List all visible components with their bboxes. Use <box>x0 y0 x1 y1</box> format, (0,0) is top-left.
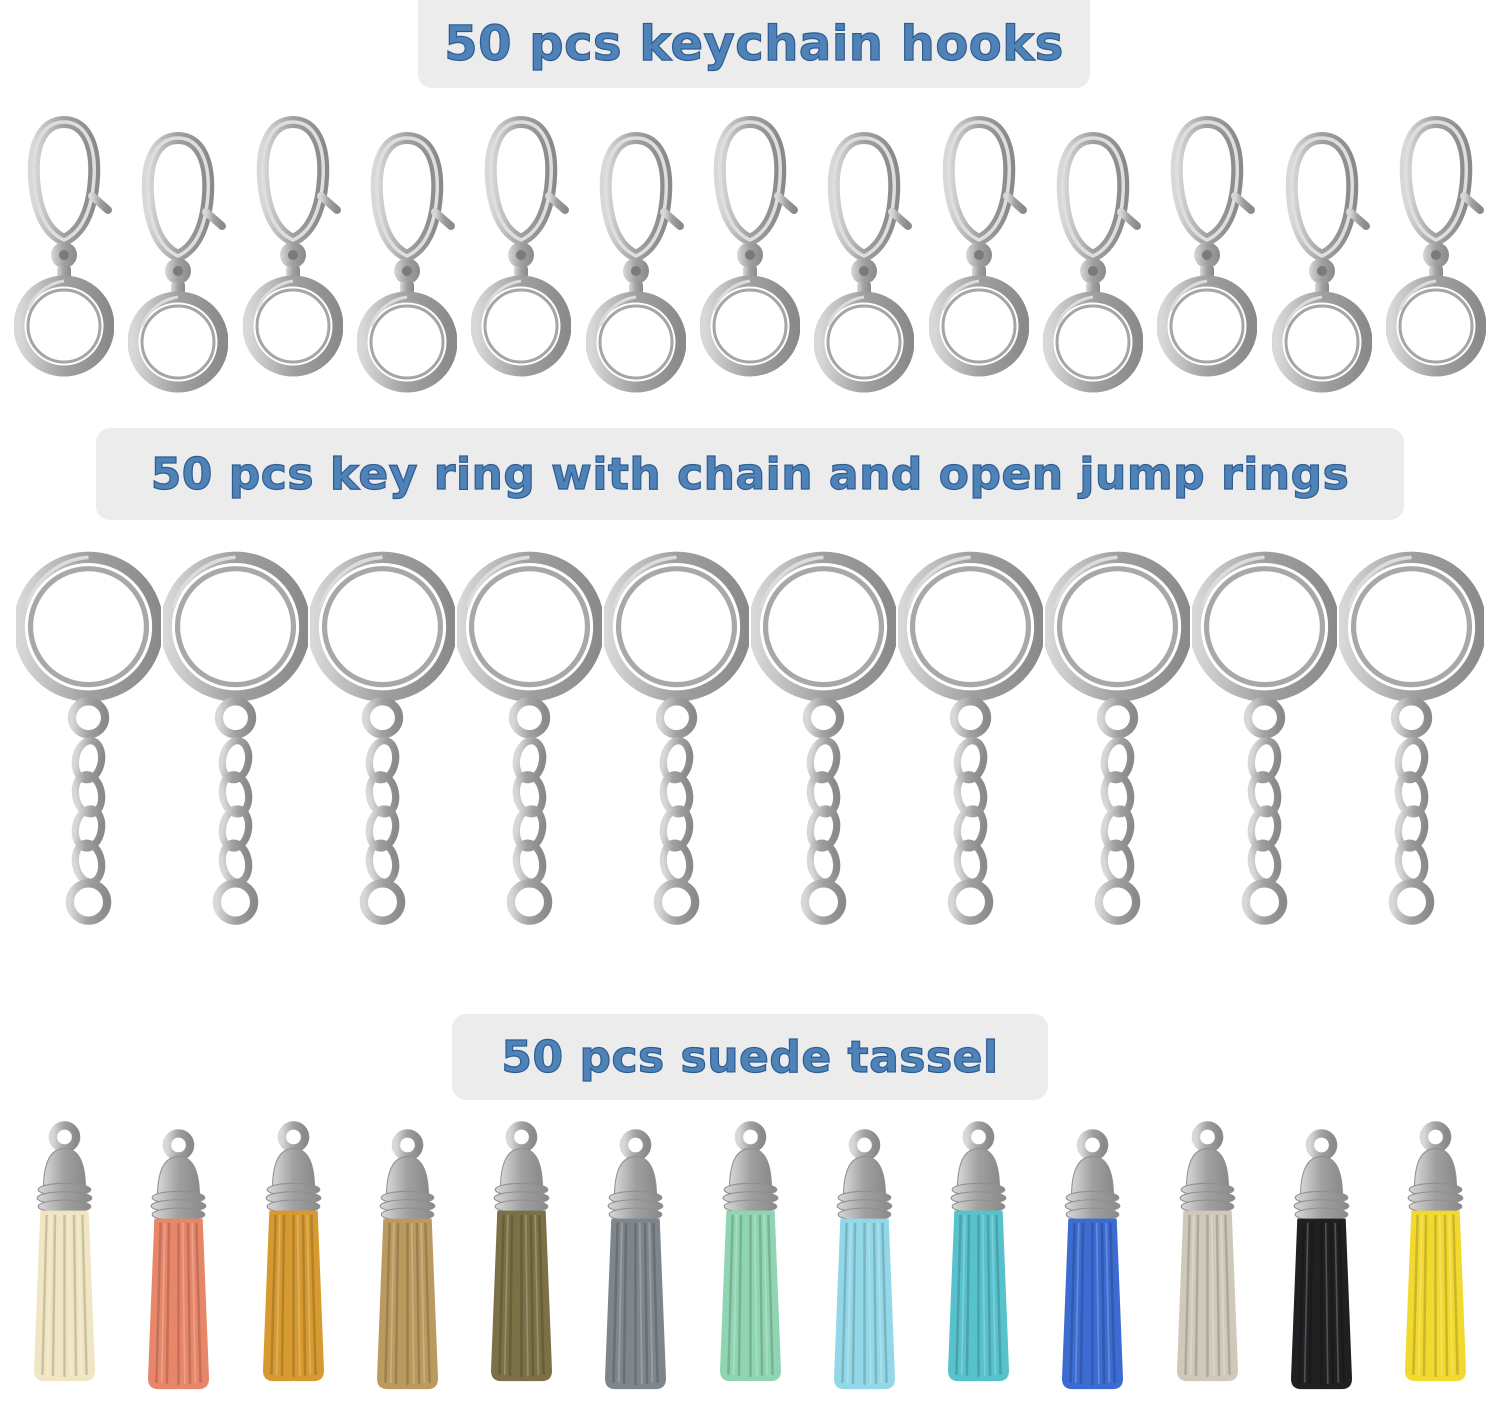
suede-tassel-photo-black <box>1271 1128 1372 1404</box>
label-suede-tassels-text: 50 pcs suede tassel <box>501 1031 999 1083</box>
keychain-hook-photo <box>128 128 228 400</box>
keychain-hook-photo <box>586 128 686 400</box>
key-ring-chain-photo <box>1192 548 1337 962</box>
keychain-hooks-row <box>14 112 1486 412</box>
suede-tassel-photo-olive <box>471 1120 572 1396</box>
suede-tassel-photo-mint <box>700 1120 801 1396</box>
label-key-rings: 50 pcs key ring with chain and open jump… <box>96 428 1404 520</box>
suede-tassel-photo-coral <box>128 1128 229 1404</box>
label-suede-tassels: 50 pcs suede tassel <box>452 1014 1048 1100</box>
suede-tassel-photo-royal-blue <box>1042 1128 1143 1404</box>
suede-tassel-photo-sky-blue <box>814 1128 915 1404</box>
key-ring-chain-photo <box>16 548 161 962</box>
suede-tassel-photo-greige <box>1157 1120 1258 1396</box>
key-rings-row <box>16 548 1484 978</box>
keychain-hook-photo <box>814 128 914 400</box>
key-ring-chain-photo <box>310 548 455 962</box>
keychain-hook-photo <box>929 112 1029 384</box>
keychain-hook-photo <box>1157 112 1257 384</box>
keychain-hook-photo <box>357 128 457 400</box>
key-ring-chain-photo <box>457 548 602 962</box>
key-ring-chain-photo <box>1339 548 1484 962</box>
label-keychain-hooks-text: 50 pcs keychain hooks <box>444 15 1064 72</box>
suede-tassel-photo-yellow <box>1385 1120 1486 1396</box>
key-ring-chain-photo <box>163 548 308 962</box>
key-ring-chain-photo <box>751 548 896 962</box>
key-ring-chain-photo <box>1045 548 1190 962</box>
suede-tassel-photo-gray <box>585 1128 686 1404</box>
keychain-hook-photo <box>1043 128 1143 400</box>
keychain-hook-photo <box>243 112 343 384</box>
key-ring-chain-photo <box>898 548 1043 962</box>
suede-tassel-photo-amber <box>243 1120 344 1396</box>
keychain-hook-photo <box>471 112 571 384</box>
key-ring-chain-photo <box>604 548 749 962</box>
suede-tassel-photo-camel <box>357 1128 458 1404</box>
suede-tassel-photo-cream <box>14 1120 115 1396</box>
label-key-rings-text: 50 pcs key ring with chain and open jump… <box>150 448 1350 500</box>
label-keychain-hooks: 50 pcs keychain hooks <box>418 0 1090 88</box>
suede-tassels-row <box>14 1120 1486 1412</box>
suede-tassel-photo-turquoise <box>928 1120 1029 1396</box>
keychain-hook-photo <box>700 112 800 384</box>
keychain-hook-photo <box>14 112 114 384</box>
keychain-hook-photo <box>1386 112 1486 384</box>
keychain-hook-photo <box>1272 128 1372 400</box>
